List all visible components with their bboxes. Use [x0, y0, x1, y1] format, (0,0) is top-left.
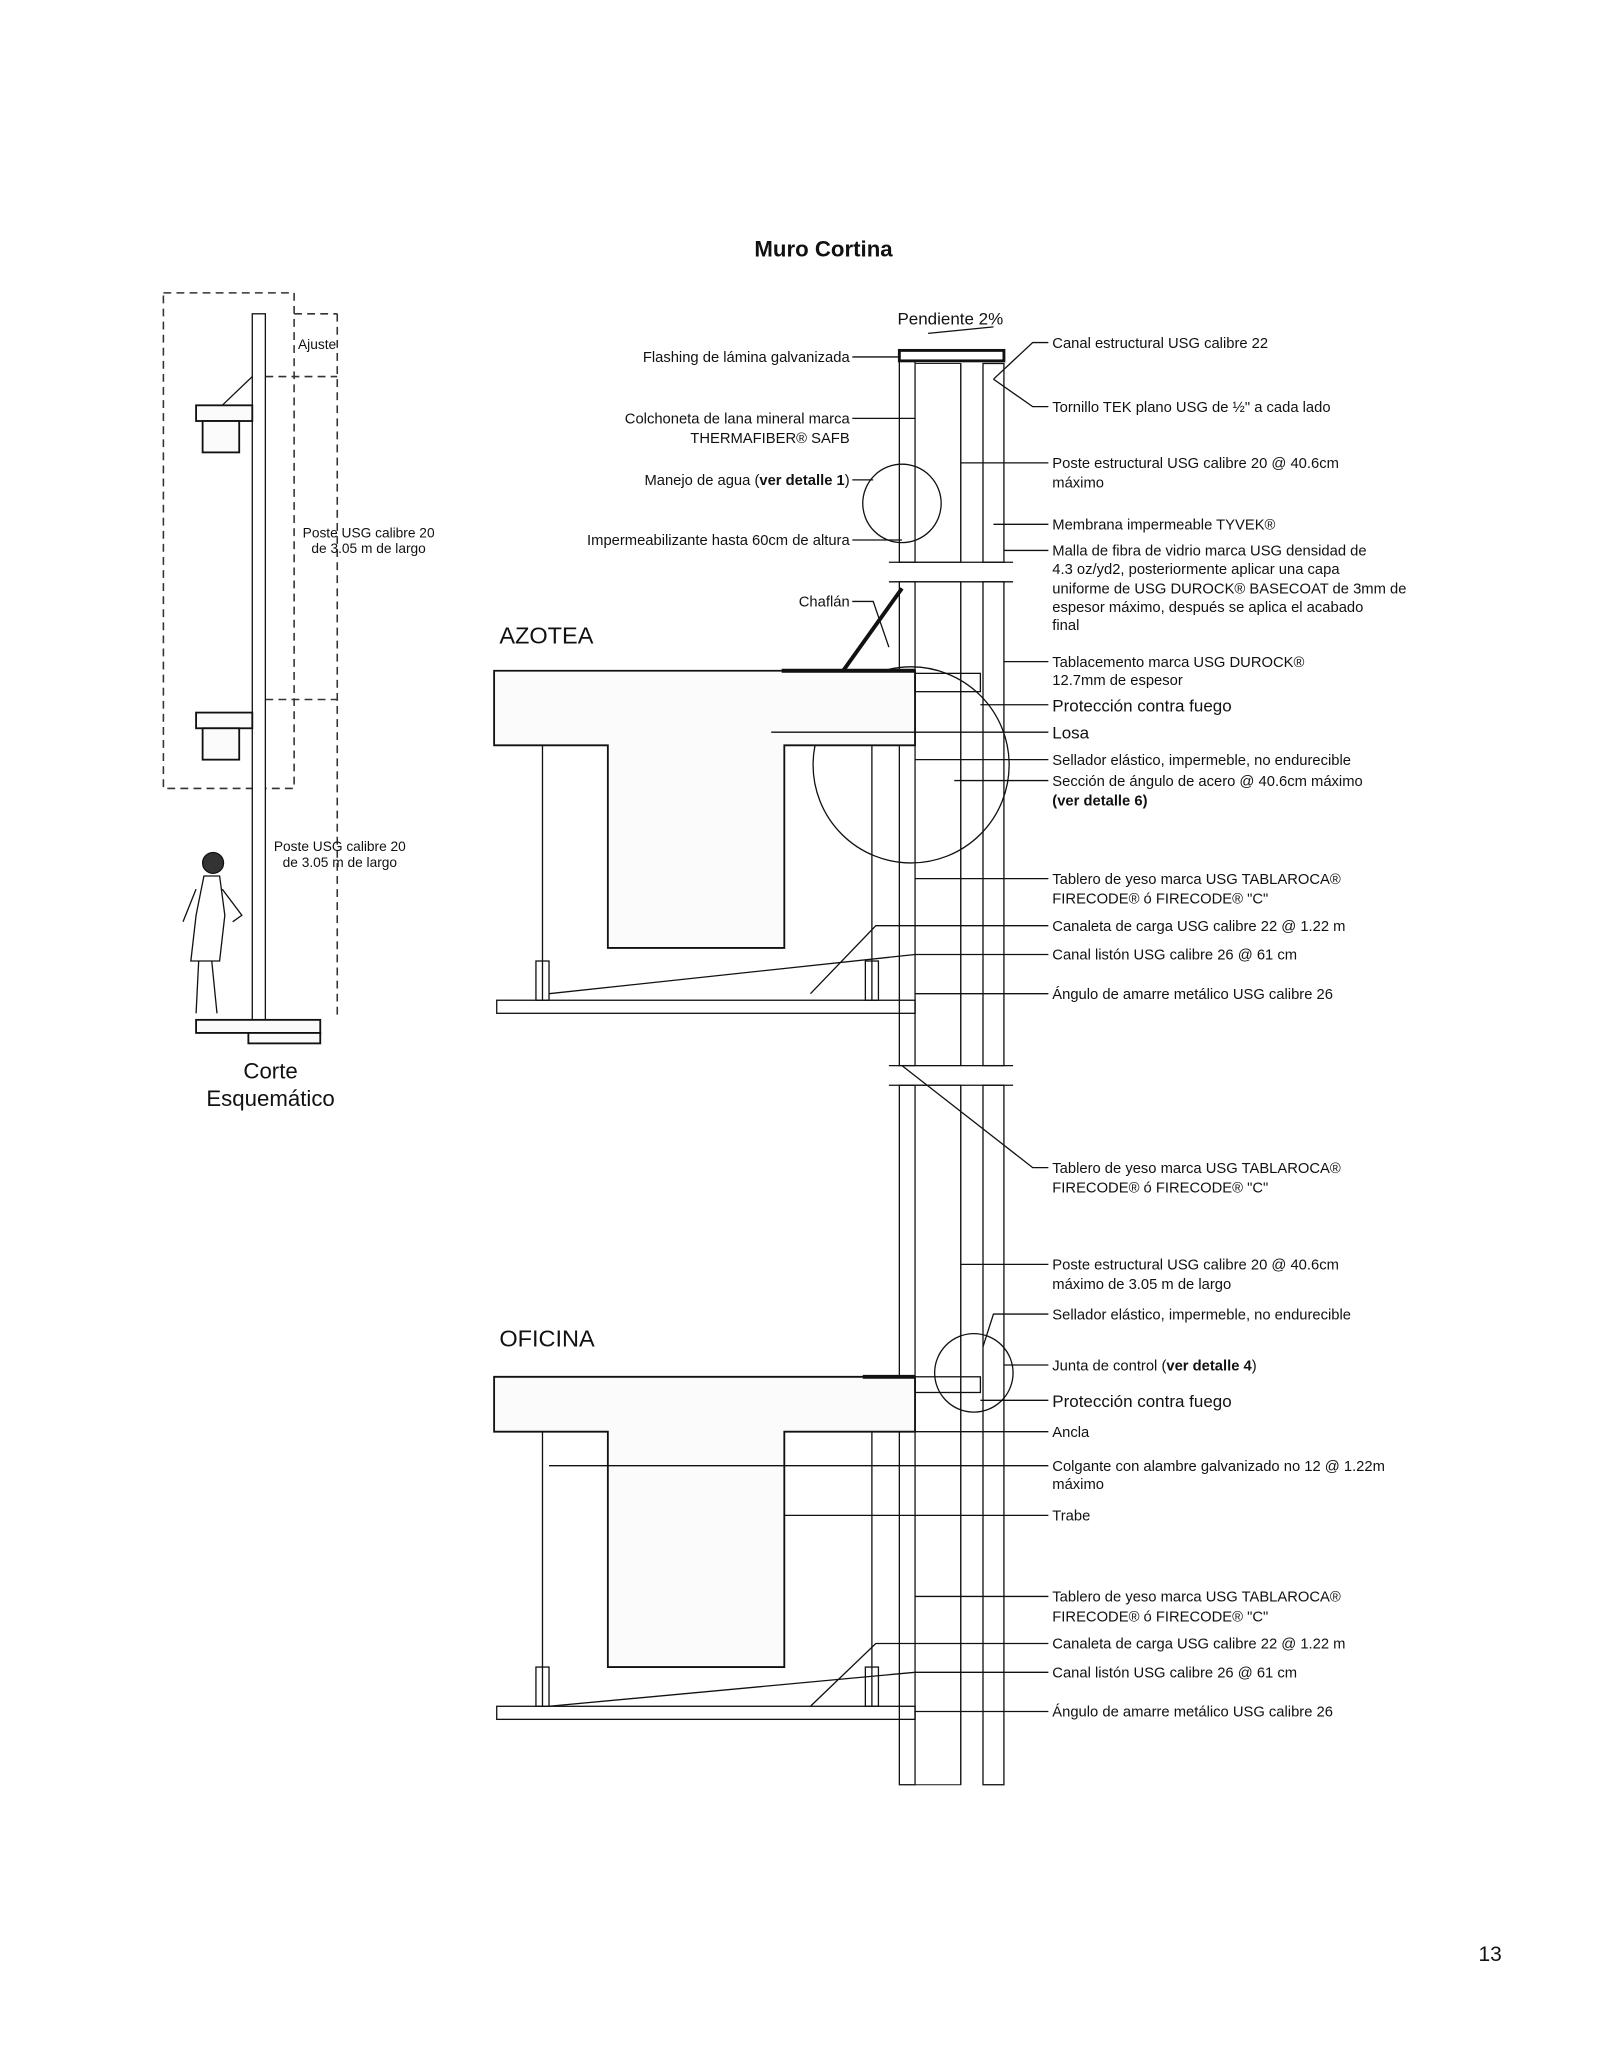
callout-chaflan: Chaflán	[799, 595, 850, 611]
callout-seccion-ref: ver detalle 6	[1057, 793, 1142, 809]
callout-canal-estructural: Canal estructural USG calibre 22	[1052, 336, 1268, 352]
callout-losa: Losa	[1052, 724, 1089, 743]
callout-tablacemento-line2: 12.7mm de espesor	[1052, 673, 1183, 689]
azotea-slab	[493, 668, 982, 1014]
schematic-post-upper-label-line2: de 3.05 m de largo	[311, 541, 426, 556]
curtain-wall-section	[812, 326, 1014, 1786]
callout-poste-2-line2: máximo de 3.05 m de largo	[1052, 1277, 1231, 1293]
callout-malla-line3: uniforme de USG DUROCK® BASECOAT de 3mm …	[1052, 582, 1406, 598]
schematic-post-lower-label-line2: de 3.05 m de largo	[283, 855, 398, 870]
callout-malla-line1: Malla de fibra de vidrio marca USG densi…	[1052, 544, 1366, 560]
callout-junta-post: )	[1252, 1358, 1257, 1374]
callout-malla-line4: espesor máximo, después se aplica el aca…	[1052, 600, 1363, 616]
callout-sellador-2: Sellador elástico, impermeble, no endure…	[1052, 1307, 1351, 1323]
callout-manejo-agua: Manejo de agua (ver detalle 1)	[644, 473, 849, 489]
callout-seccion-line1: Sección de ángulo de acero @ 40.6cm máxi…	[1052, 774, 1362, 790]
callout-tablero-2-line1: Tablero de yeso marca USG TABLAROCA®	[1052, 1161, 1341, 1177]
ajuste-label: Ajuste	[298, 337, 336, 352]
room-label-oficina: OFICINA	[499, 1326, 595, 1352]
schematic-post-upper-label-line1: Poste USG calibre 20	[303, 525, 435, 540]
left-callouts: Flashing de lámina galvanizada Colchonet…	[587, 350, 916, 648]
callout-flashing: Flashing de lámina galvanizada	[643, 350, 851, 366]
callout-poste-1-line2: máximo	[1052, 476, 1104, 492]
callout-tornillo: Tornillo TEK plano USG de ½" a cada lado	[1052, 400, 1330, 416]
callout-canaleta-1: Canaleta de carga USG calibre 22 @ 1.22 …	[1052, 919, 1345, 935]
slope-label: Pendiente 2%	[897, 309, 1003, 328]
callout-colgante-line2: máximo	[1052, 1477, 1104, 1493]
callout-seccion-line2: (ver detalle 6)	[1052, 793, 1147, 809]
callout-malla-line2: 4.3 oz/yd2, posteriormente aplicar una c…	[1052, 562, 1340, 578]
callout-junta-ref: ver detalle 4	[1166, 1358, 1252, 1374]
callout-tablero-1-line1: Tablero de yeso marca USG TABLAROCA®	[1052, 872, 1341, 888]
schematic-post-lower-label-line1: Poste USG calibre 20	[274, 839, 406, 854]
callout-colchoneta-line1: Colchoneta de lana mineral marca	[625, 412, 851, 428]
schematic-caption-line2: Esquemático	[206, 1086, 334, 1111]
callout-sellador-1: Sellador elástico, impermeble, no endure…	[1052, 753, 1351, 769]
callout-angulo-2: Ángulo de amarre metálico USG calibre 26	[1052, 1704, 1333, 1721]
page-number: 13	[1479, 1943, 1502, 1966]
callout-malla-line5: final	[1052, 618, 1079, 634]
room-label-azotea: AZOTEA	[499, 622, 593, 648]
callout-impermeabilizante: Impermeabilizante hasta 60cm de altura	[587, 533, 850, 549]
callout-angulo-1: Ángulo de amarre metálico USG calibre 26	[1052, 986, 1333, 1003]
callout-colgante-line1: Colgante con alambre galvanizado no 12 @…	[1052, 1459, 1385, 1475]
callout-manejo-post: )	[845, 473, 850, 489]
schematic-section: Ajuste Poste USG calibre 20 de 3.05 m de…	[162, 292, 435, 1111]
callout-proteccion-2: Protección contra fuego	[1052, 1392, 1231, 1411]
callout-manejo-ref: ver detalle 1	[759, 473, 844, 489]
schematic-caption-line1: Corte	[243, 1059, 297, 1084]
callout-tablacemento-line1: Tablacemento marca USG DUROCK®	[1052, 655, 1304, 671]
person-scale-figure-icon	[182, 851, 243, 1014]
callout-canal-liston-1: Canal listón USG calibre 26 @ 61 cm	[1052, 948, 1297, 964]
callout-manejo-pre: Manejo de agua (	[644, 473, 759, 489]
callout-canal-liston-2: Canal listón USG calibre 26 @ 61 cm	[1052, 1666, 1297, 1682]
callout-canaleta-2: Canaleta de carga USG calibre 22 @ 1.22 …	[1052, 1637, 1345, 1653]
page-title: Muro Cortina	[754, 236, 893, 261]
callout-poste-2-line1: Poste estructural USG calibre 20 @ 40.6c…	[1052, 1258, 1339, 1274]
callout-junta: Junta de control (ver detalle 4)	[1052, 1358, 1256, 1374]
callout-poste-1-line1: Poste estructural USG calibre 20 @ 40.6c…	[1052, 456, 1339, 472]
oficina-slab	[493, 1374, 982, 1721]
callout-trabe: Trabe	[1052, 1509, 1090, 1525]
callout-membrana: Membrana impermeable TYVEK®	[1052, 518, 1275, 534]
callout-tablero-2-line2: FIRECODE® ó FIRECODE® "C"	[1052, 1180, 1268, 1196]
callout-proteccion-1: Protección contra fuego	[1052, 696, 1231, 715]
callout-tablero-3-line2: FIRECODE® ó FIRECODE® "C"	[1052, 1609, 1268, 1625]
callout-colchoneta-line2: THERMAFIBER® SAFB	[690, 431, 850, 447]
callout-ancla: Ancla	[1052, 1425, 1090, 1441]
callout-junta-pre: Junta de control (	[1052, 1358, 1166, 1374]
callout-tablero-3-line1: Tablero de yeso marca USG TABLAROCA®	[1052, 1590, 1341, 1606]
callout-seccion-pre: (	[1052, 793, 1057, 809]
callout-seccion-post: )	[1143, 793, 1148, 809]
callout-tablero-1-line2: FIRECODE® ó FIRECODE® "C"	[1052, 891, 1268, 907]
right-callouts: Canal estructural USG calibre 22 Tornill…	[548, 336, 1406, 1721]
